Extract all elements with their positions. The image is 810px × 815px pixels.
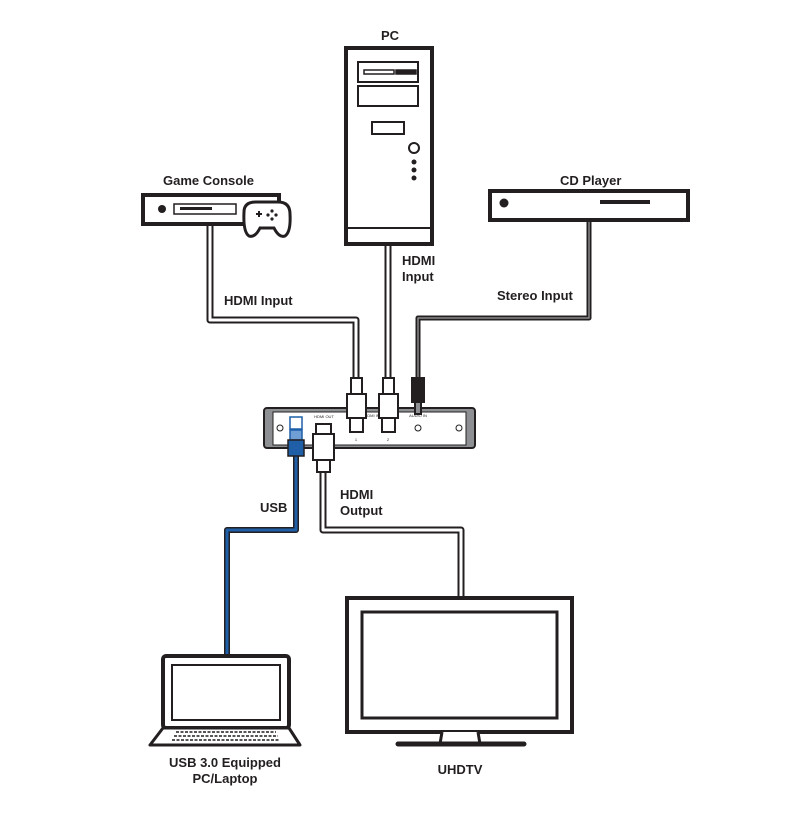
hdmi-out-port-label: HDMI OUT (314, 414, 334, 419)
cd-player-cable-label: Stereo Input (497, 288, 573, 303)
uhdtv-icon (345, 596, 574, 747)
hdmi-in-port-label: HDMI IN (364, 413, 379, 418)
laptop-label: USB 3.0 Equipped PC/Laptop (169, 755, 281, 786)
game-console-hdmi-cable (206, 224, 360, 392)
port-2-label: 2 (387, 437, 390, 442)
uhdtv-label: UHDTV (437, 762, 483, 777)
audio-plug (411, 377, 425, 415)
hdmi-out-connector (312, 423, 335, 473)
gamepad-icon (242, 200, 292, 238)
audio-in-port-label: AUDIO IN (409, 413, 427, 418)
cd-player-label: CD Player (560, 173, 622, 188)
cd-player-stereo-cable (415, 220, 592, 392)
usb-port (289, 416, 303, 430)
game-console-label: Game Console (163, 173, 255, 188)
hdmi-connector-1 (346, 377, 367, 433)
pc-tower-icon (344, 46, 434, 246)
tv-hdmi-cable (319, 470, 465, 598)
usb-cable (224, 454, 299, 656)
usb-cable-label: USB (260, 500, 288, 515)
hub-device: HDMI OUT HDMI IN AUDIO IN 1 2 (263, 407, 476, 449)
cd-player-icon (488, 189, 690, 222)
tv-cable-label: HDMI Output (340, 487, 383, 518)
pc-cable-label: HDMI Input (402, 253, 436, 284)
usb-connector (287, 429, 305, 457)
laptop-icon (148, 654, 302, 747)
port-1-label: 1 (355, 437, 358, 442)
audio-jack (414, 424, 422, 432)
hdmi-connector-2 (378, 377, 399, 433)
pc-label: PC (380, 28, 400, 43)
game-console-cable-label: HDMI Input (224, 293, 293, 308)
